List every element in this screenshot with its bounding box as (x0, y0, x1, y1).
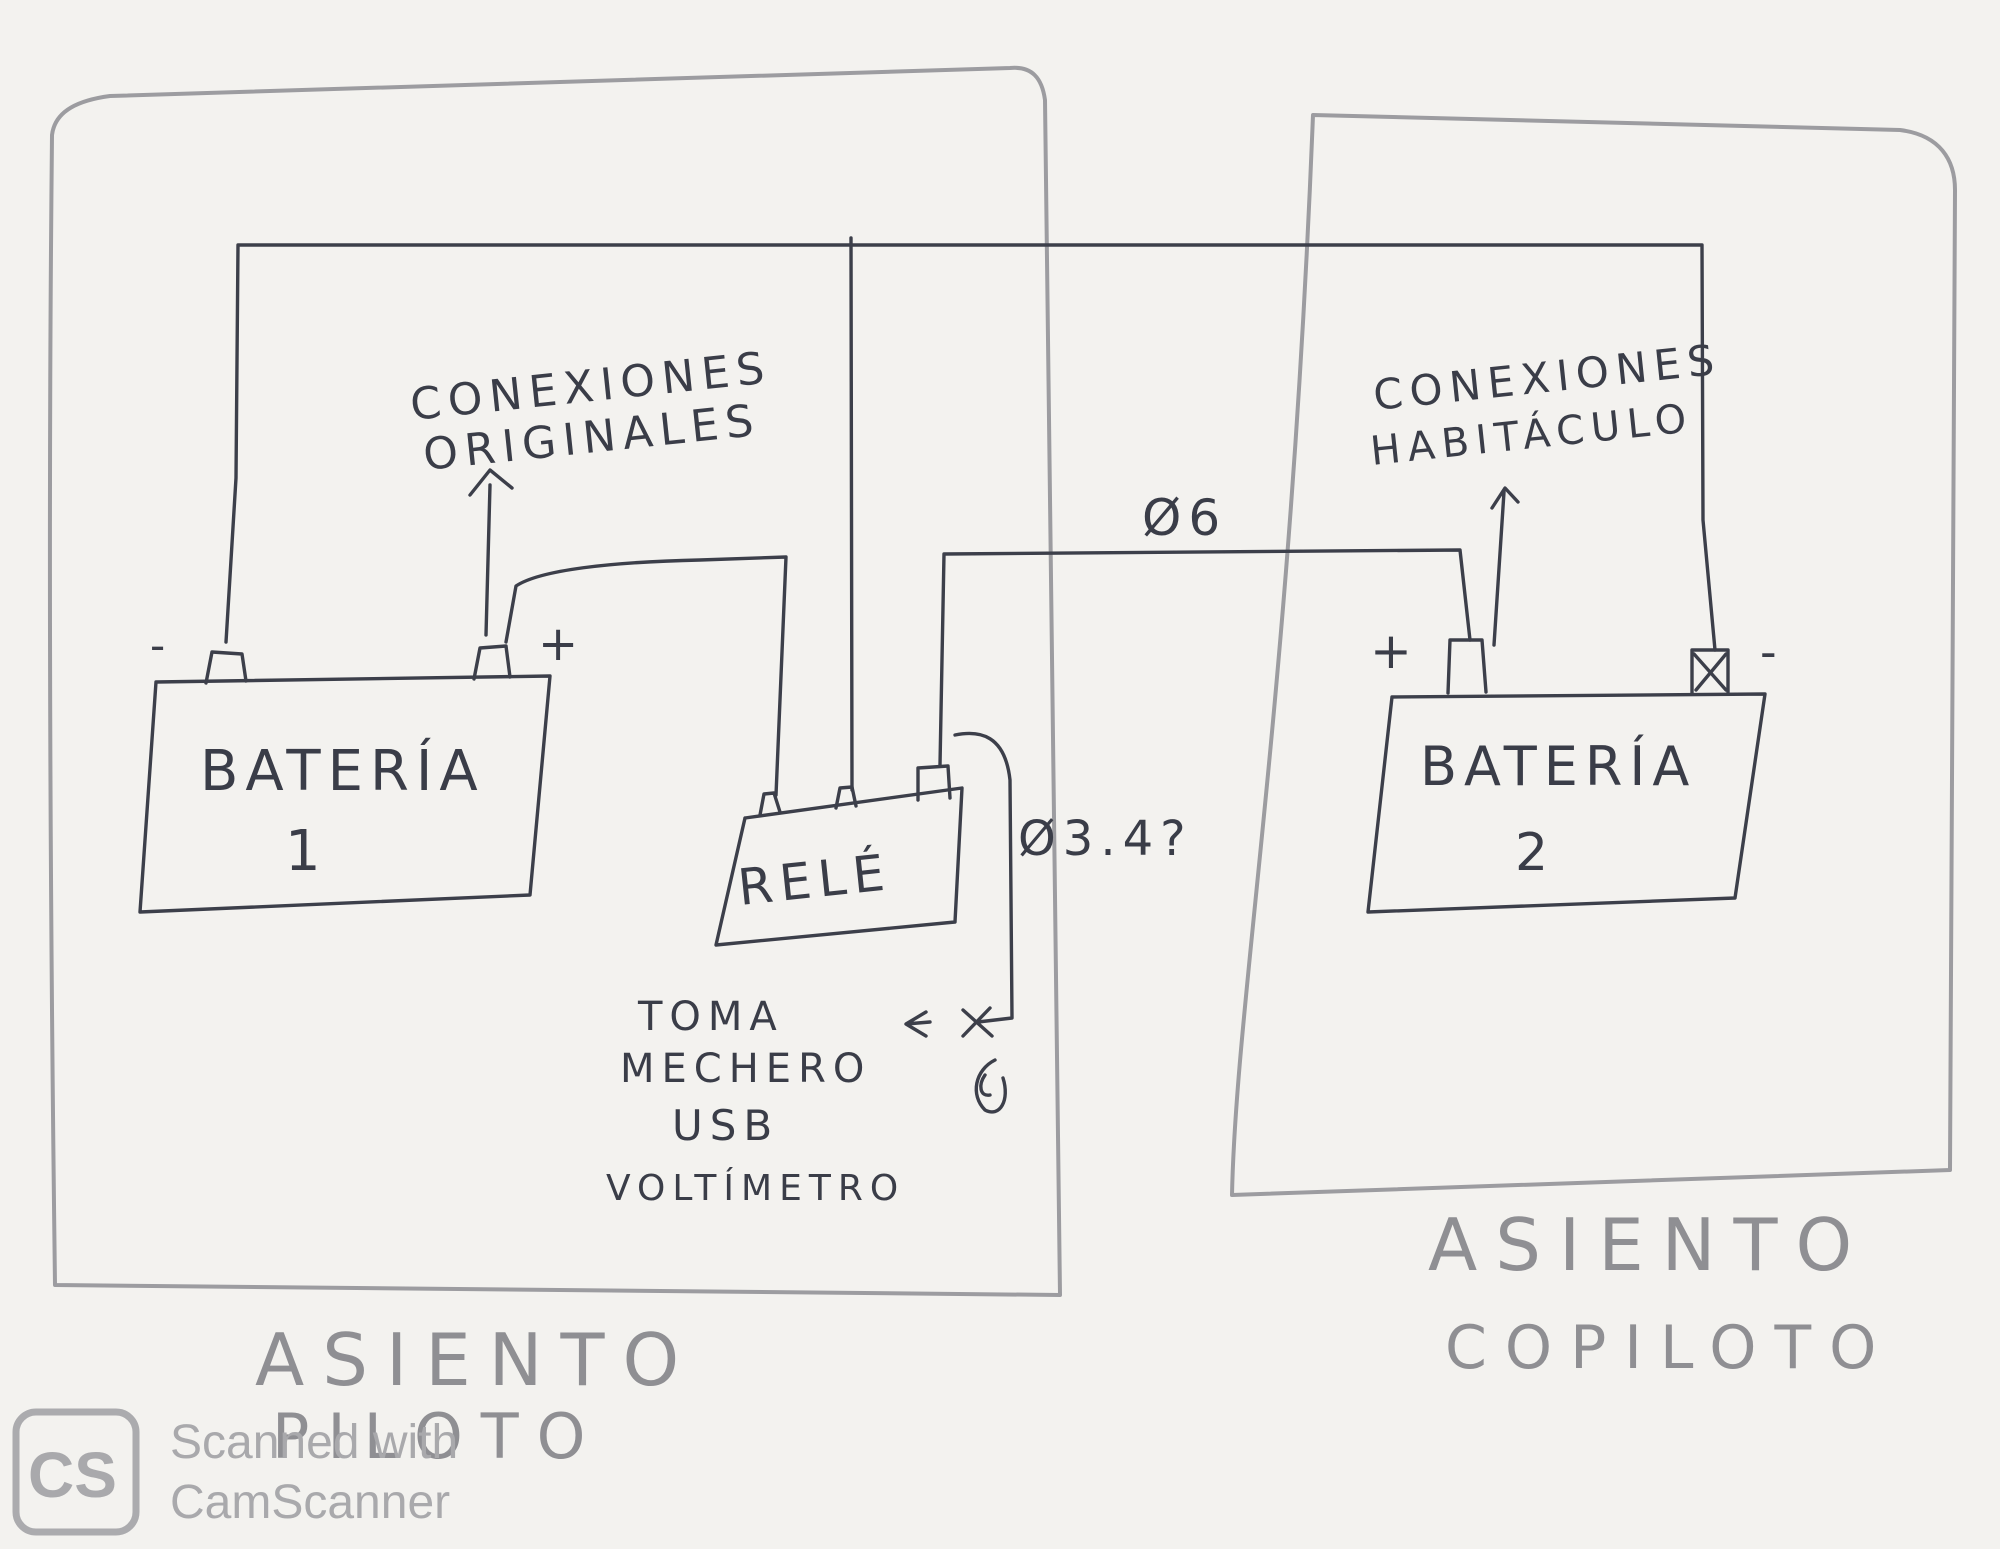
copilot-seat-label-line1: ASIENTO (1428, 1203, 1870, 1287)
battery1-to-relay-wire (504, 555, 788, 797)
main-cable-size-label: Ø6 (1142, 489, 1227, 547)
aux-cable-size-label: Ø3.4? (1018, 811, 1193, 867)
cabin-connections-arrow (1490, 486, 1520, 647)
watermark-line2: CamScanner (170, 1476, 450, 1529)
original-connections-arrow (468, 468, 514, 637)
copilot-seat-label-line2: COPILOTO (1445, 1313, 1894, 1383)
relay-body (714, 786, 964, 947)
fuse-symbol (974, 1058, 1007, 1114)
pilot-seat-outline (47, 65, 1062, 1297)
battery2-negative-terminal (1690, 648, 1730, 696)
camscanner-logo-text: CS (28, 1439, 117, 1511)
pilot-seat-label-line2: PILOTO (272, 1400, 603, 1473)
camscanner-logo-box (12, 1408, 140, 1536)
relay-terminal-1 (758, 791, 782, 817)
battery1-negative-terminal (204, 650, 248, 685)
relay-to-battery2-wire (938, 548, 1472, 767)
relay-to-outlets-wire (904, 731, 1014, 1038)
relay-ground-wire (849, 236, 854, 792)
negative-ground-wire (224, 243, 1717, 652)
relay-label: RELÉ (735, 842, 894, 917)
battery1-positive-terminal (472, 644, 512, 681)
copilot-seat-outline (1230, 113, 1957, 1197)
pilot-seat-label-line1: ASIENTO (255, 1318, 697, 1402)
battery2-number: 2 (1515, 823, 1555, 883)
battery2-negative-sign: - (1760, 625, 1784, 679)
relay-terminal-3 (916, 764, 952, 802)
battery1-number: 1 (285, 819, 328, 884)
relay-terminal-2 (834, 785, 858, 810)
outlet-label-mechero: MECHERO (620, 1046, 871, 1092)
outlet-label-toma: TOMA (637, 994, 784, 1040)
battery1-negative-sign: - (150, 621, 172, 670)
battery2-body (1366, 692, 1767, 914)
watermark-line1: Scanned with (170, 1416, 458, 1469)
battery1-positive-sign: + (538, 616, 585, 672)
camscanner-watermark: CS Scanned with CamScanner (12, 1408, 458, 1536)
battery1-label: BATERÍA (200, 738, 485, 804)
battery1-body (138, 674, 552, 914)
outlet-label-voltimetro: VOLTÍMETRO (606, 1167, 905, 1209)
battery2-label: BATERÍA (1420, 735, 1696, 798)
outlet-label-usb: USB (672, 1101, 779, 1150)
battery2-positive-terminal (1446, 638, 1488, 695)
battery2-positive-sign: + (1370, 622, 1419, 680)
